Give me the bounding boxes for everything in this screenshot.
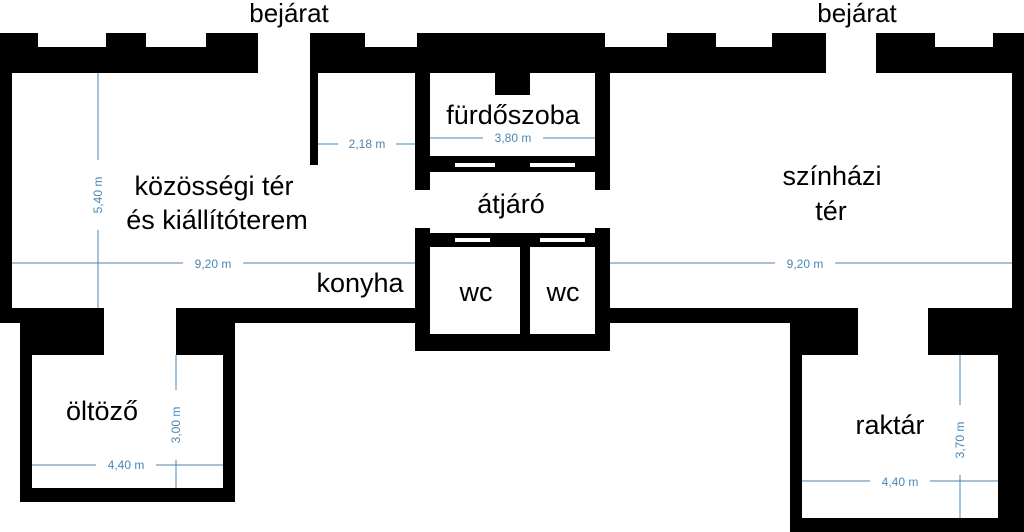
room-label-dressing: öltöző [66,396,138,426]
room-label-kitchen: konyha [316,268,404,298]
dim-storage-height: 3,70 m [953,422,967,459]
entrance-opening-left [258,33,310,73]
room-label-wc-right: wc [546,277,580,307]
room-label-bathroom: fürdőszoba [446,100,581,130]
wall-bath-nib [495,73,530,95]
dim-theater-width: 9,20 m [787,257,824,271]
passage-door-left [415,190,430,228]
room-label-wc-left: wc [459,277,493,307]
wall-center-bottom [415,334,610,351]
window [716,33,772,47]
door-gap [530,163,575,167]
room-label-theater: színházi [782,161,881,191]
room-label-community: és kiállítóterem [126,205,308,235]
window [365,33,417,47]
wall-bath-nib [495,156,530,172]
wall-dressing-left [20,308,32,502]
passage-floor [430,172,595,233]
room-label-theater: tér [815,196,847,226]
room-label-community: közösségi tér [134,171,293,201]
wall-storage-bottom [790,518,1024,532]
dim-bathroom-width: 3,80 m [495,131,532,145]
window [935,33,993,47]
window [38,33,106,47]
wall-storage-left [790,308,802,532]
dim-dressing-width: 4,40 m [108,458,145,472]
window [146,33,206,47]
storage-door [858,308,928,355]
entrance-label-left: bejárat [249,0,329,28]
wall-passage-wc [415,233,610,247]
dim-community-height: 5,40 m [91,177,105,214]
wc-right-floor [530,247,595,334]
wc-left-floor [430,247,520,334]
wall-dressing-right [223,308,235,502]
passage-door-right [595,190,610,228]
dim-community-width: 9,20 m [195,257,232,271]
wall-wc-divider [520,233,530,351]
door-gap [455,163,495,167]
dressing-door [104,308,176,355]
wall-right [1012,33,1024,323]
dim-dressing-height: 3,00 m [169,407,183,444]
entrance-label-right: bejárat [817,0,897,28]
wall-left [0,33,12,323]
entrance-opening-right [826,33,876,73]
dim-kitchen-width: 2,18 m [349,137,386,151]
door-gap [455,238,490,242]
room-label-storage: raktár [855,410,924,440]
wall-dressing-bottom [20,488,235,502]
room-label-passage: átjáró [477,189,545,219]
dimension-label-bg [89,129,969,490]
wall-storage-right [998,308,1024,532]
dim-storage-width: 4,40 m [882,475,919,489]
wall-partition [310,33,318,165]
dimension-labels: 9,20 m 5,40 m 2,18 m 3,80 m 9,20 m 4,40 … [91,131,967,489]
window [605,33,667,47]
room-labels: bejárat bejárat közösségi tér és kiállít… [66,0,925,440]
door-gap [540,238,585,242]
